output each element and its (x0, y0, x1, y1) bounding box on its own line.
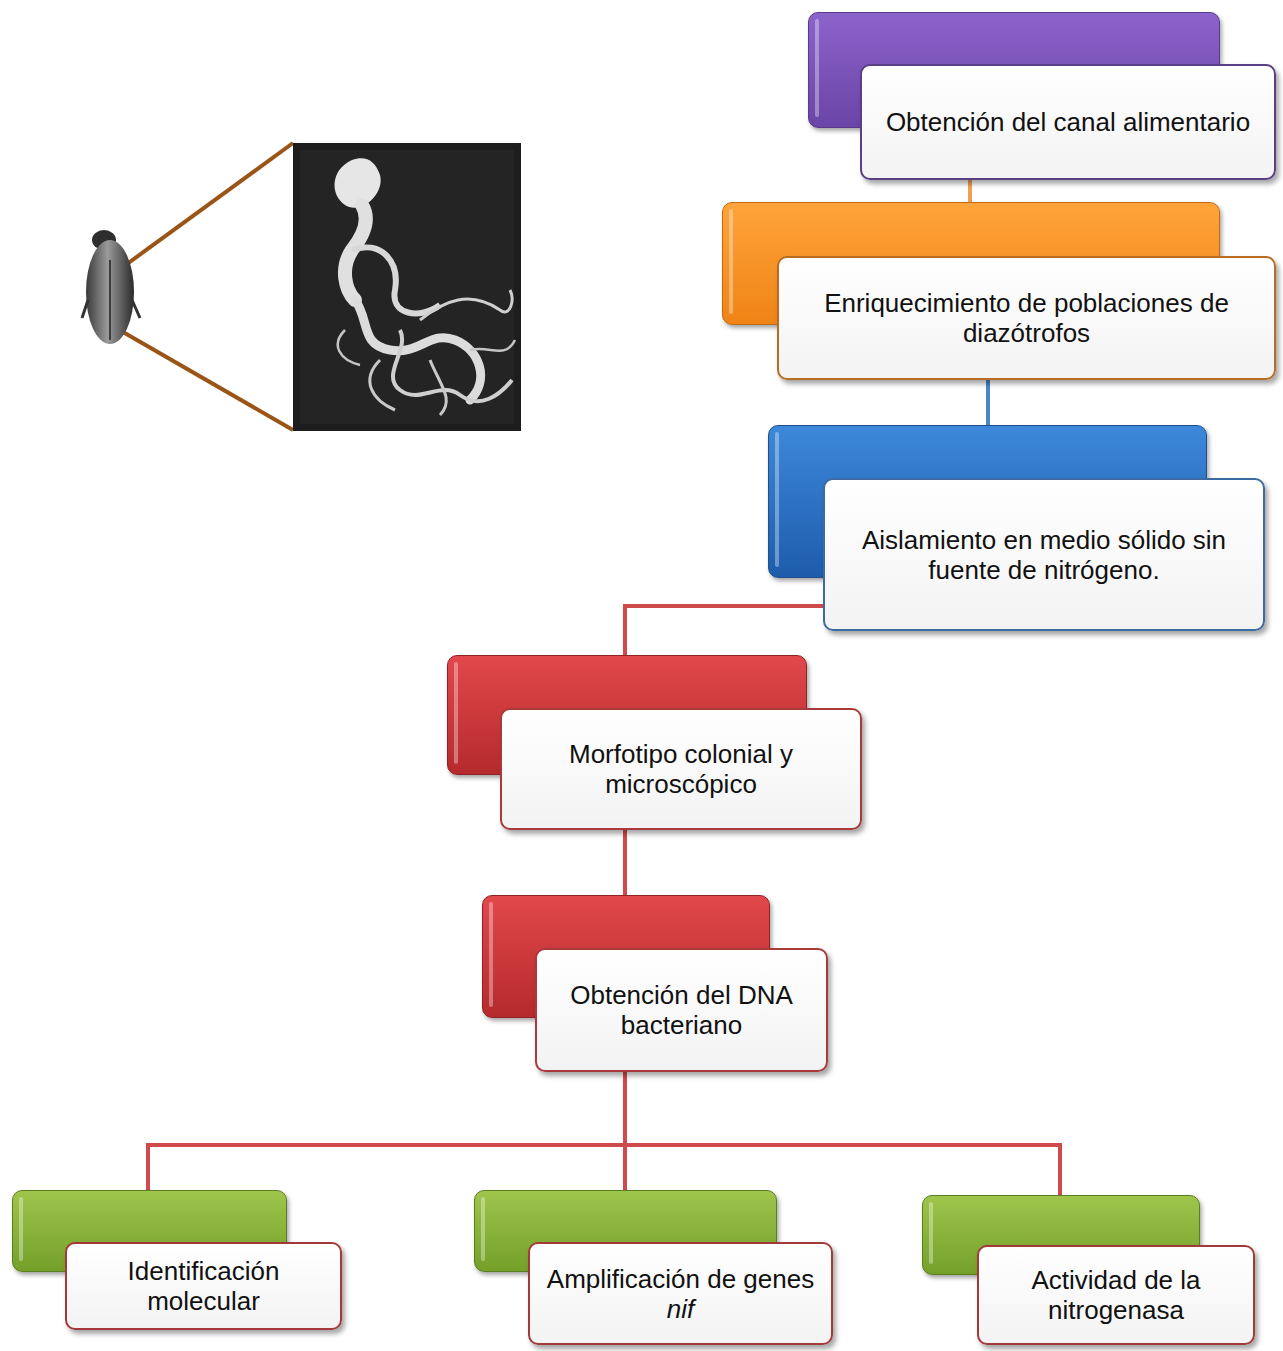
step-label: Obtención del DNA bacteriano (549, 980, 814, 1040)
process-box: Obtención del DNA bacteriano (535, 948, 828, 1072)
step-label: Enriquecimiento de poblaciones de diazót… (791, 288, 1262, 348)
process-box: Obtención del canal alimentario (860, 64, 1276, 180)
step-label: Identificación molecular (79, 1256, 328, 1316)
step-label: Morfotipo colonial y microscópico (514, 739, 848, 799)
step-label: Obtención del canal alimentario (886, 107, 1250, 137)
process-box: Actividad de la nitrogenasa (977, 1245, 1255, 1345)
step-label: Amplificación de genes nif (542, 1264, 819, 1324)
step-label: Actividad de la nitrogenasa (991, 1265, 1241, 1325)
beetle (82, 230, 140, 344)
process-box: Enriquecimiento de poblaciones de diazót… (777, 256, 1276, 380)
process-box: Identificación molecular (65, 1242, 342, 1330)
process-box: Amplificación de genes nif (528, 1242, 833, 1345)
gut-photo (293, 143, 521, 431)
step-label: Aislamiento en medio sólido sin fuente d… (837, 525, 1251, 585)
zoom-line (116, 328, 293, 430)
process-box: Aislamiento en medio sólido sin fuente d… (823, 478, 1265, 631)
zoom-line (116, 143, 293, 272)
process-box: Morfotipo colonial y microscópico (500, 708, 862, 830)
